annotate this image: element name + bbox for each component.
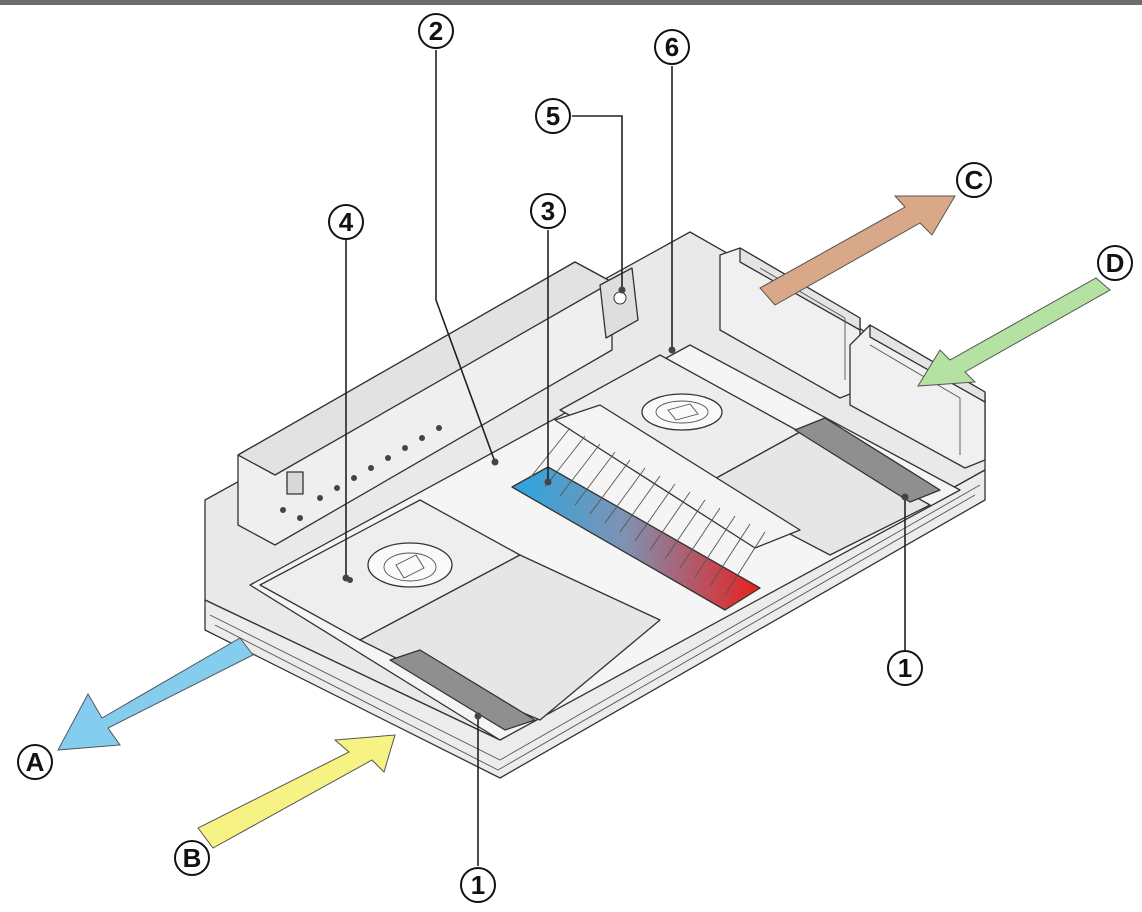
- svg-text:1: 1: [471, 870, 485, 900]
- leader-lines: [345, 50, 906, 866]
- svg-text:6: 6: [665, 32, 679, 62]
- outdoor-air-arrow: [197, 734, 396, 849]
- callout-5: 5: [535, 98, 571, 134]
- filter-left: [389, 649, 536, 731]
- svg-text:3: 3: [541, 196, 555, 226]
- leader-dots: [342, 286, 909, 720]
- callout-3: 3: [530, 193, 566, 229]
- svg-text:A: A: [26, 747, 45, 777]
- svg-text:C: C: [965, 165, 984, 195]
- callout-1-right: 1: [887, 650, 923, 686]
- top-border-line: [0, 0, 1142, 5]
- svg-text:D: D: [1106, 248, 1125, 278]
- heat-exchanger: [511, 404, 801, 611]
- callout-2: 2: [418, 13, 454, 49]
- callout-4: 4: [328, 204, 364, 240]
- callout-A: A: [17, 744, 53, 780]
- extract-air-arrow: [917, 277, 1111, 387]
- svg-text:2: 2: [429, 16, 443, 46]
- supply-air-arrow: [57, 637, 254, 751]
- callout-1-bottom: 1: [460, 867, 496, 903]
- svg-text:5: 5: [546, 101, 560, 131]
- svg-text:1: 1: [898, 653, 912, 683]
- callout-D: D: [1097, 245, 1133, 281]
- callout-C: C: [956, 162, 992, 198]
- filter-right: [794, 417, 941, 503]
- exhaust-air-arrow: [759, 195, 956, 306]
- callout-6: 6: [654, 29, 690, 65]
- svg-text:4: 4: [339, 207, 354, 237]
- fan-panel-left: [259, 499, 661, 721]
- svg-text:B: B: [183, 843, 202, 873]
- callout-B: B: [174, 840, 210, 876]
- control-box: [237, 261, 613, 546]
